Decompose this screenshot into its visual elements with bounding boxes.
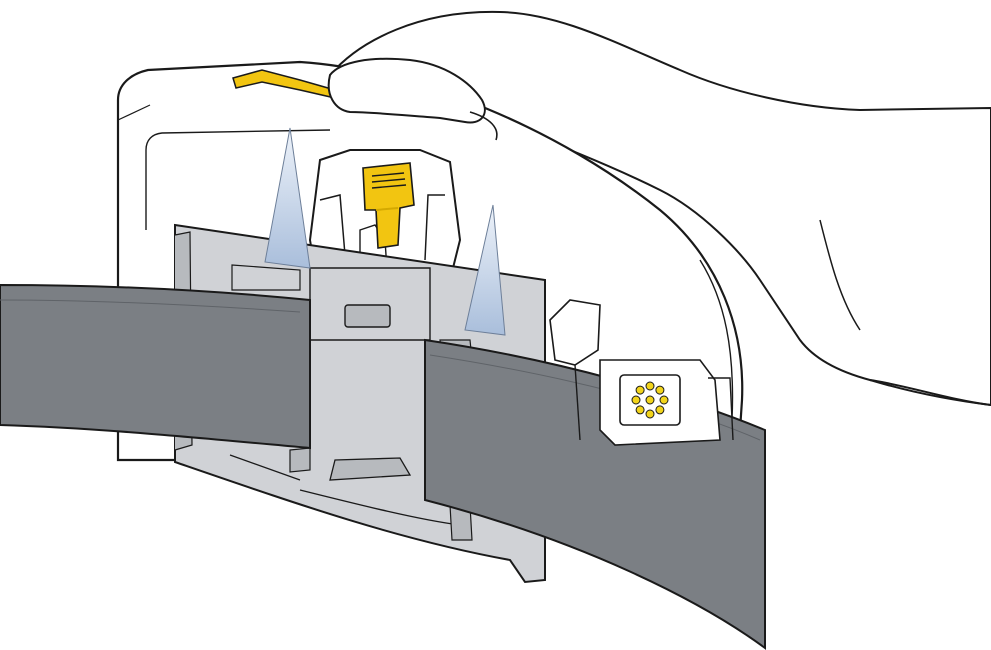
up-arrow-left	[264, 127, 311, 269]
yellow-release-tab	[362, 162, 415, 249]
clip-slot	[344, 304, 391, 328]
up-arrow-right	[464, 204, 506, 336]
connector-pin	[635, 385, 645, 395]
hand-thumb	[327, 57, 498, 141]
grip-line	[371, 178, 406, 183]
side-connector	[549, 299, 734, 446]
connector-pin	[635, 405, 645, 415]
connector-pin	[659, 395, 669, 405]
connector-pins	[631, 381, 669, 419]
connector-pin	[631, 395, 641, 405]
grip-line	[371, 184, 407, 189]
connector-pin	[655, 385, 665, 395]
connector-pin	[655, 405, 665, 415]
connector-pin	[645, 409, 655, 419]
connector-pin	[645, 381, 655, 391]
connector-pin	[645, 395, 655, 405]
clip-slot	[329, 457, 412, 481]
grip-line	[371, 172, 405, 177]
up-direction-arrows	[264, 127, 506, 336]
hand	[328, 10, 991, 407]
